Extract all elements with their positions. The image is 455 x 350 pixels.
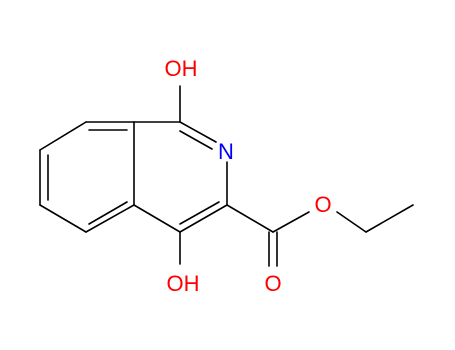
hydroxyl-top-label: OH — [165, 56, 198, 81]
bond-c6-c5 — [39, 204, 87, 233]
bond-c3-c4-inner — [179, 201, 220, 225]
carbonyl-oxygen-label: O — [264, 271, 281, 296]
bond-ch2-ch3 — [365, 204, 414, 233]
hydroxyl-bottom-label: OH — [167, 271, 200, 296]
bond-c8-c7 — [39, 121, 87, 151]
bond-c1-n2-inner — [179, 130, 213, 150]
bond-c3-carbonyl-c — [226, 204, 274, 233]
bond-c1-n2 — [179, 121, 217, 143]
pyridine-ring — [133, 121, 228, 233]
bond-c4-c4a — [133, 204, 181, 233]
bond-o-ch2 — [336, 211, 367, 233]
nitrogen-label: N — [218, 139, 234, 164]
ester-group — [226, 204, 414, 267]
bond-c5-c4a-inner — [88, 201, 128, 225]
bond-c5-c4a — [85, 204, 135, 233]
ester-oxygen-label: O — [314, 192, 331, 217]
bond-carbonyl-c-o-single — [272, 211, 310, 233]
benzene-ring — [39, 121, 135, 233]
bond-c3-c4 — [179, 204, 228, 233]
